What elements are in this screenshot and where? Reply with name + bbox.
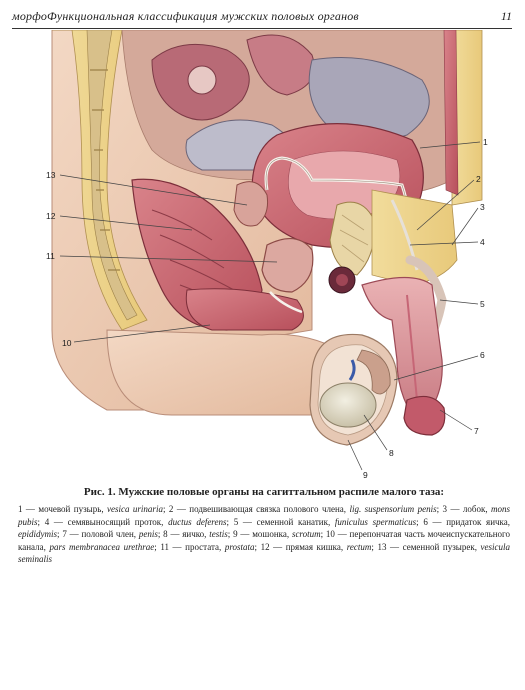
- sagittal-section-drawing: 1 2 3 4 5 6 7 8 9 10 11 12 13: [46, 30, 488, 480]
- callout-8: 8: [389, 448, 394, 458]
- legend-term-latin: vesicula seminalis: [18, 541, 511, 565]
- legend-term-russian: мошонка,: [252, 529, 290, 539]
- legend-number: 8: [163, 529, 168, 539]
- callout-1: 1: [483, 137, 488, 147]
- legend-term-latin: lig. suspensorium penis: [349, 504, 437, 514]
- callout-3: 3: [480, 202, 485, 212]
- legend-number: 12: [260, 541, 270, 552]
- pubic-symphysis: [329, 201, 375, 276]
- rectum-folds: [151, 209, 243, 311]
- legend-entry: 11 — простата, prostata;: [160, 541, 261, 552]
- legend-term-latin: prostata: [224, 541, 255, 552]
- seminal-vesicle: [233, 181, 268, 227]
- callout-13: 13: [46, 170, 56, 180]
- legend-term-russian: семенной канатик,: [256, 516, 331, 527]
- membranous-urethra: [269, 291, 303, 314]
- testis: [319, 382, 377, 428]
- legend-number: 4: [44, 516, 50, 527]
- caption-title: Рис. 1. Мужские половые органы на сагитт…: [83, 486, 445, 498]
- caption-legend: 1 — мочевой пузырь, vesica urinaria; 2 —…: [18, 503, 510, 566]
- legend-term-latin: pars membranacea urethrae: [49, 541, 155, 552]
- callout-9: 9: [363, 470, 368, 480]
- callout-11: 11: [46, 251, 55, 261]
- anatomical-illustration: 1 2 3 4 5 6 7 8 9 10 11 12 13: [12, 30, 512, 485]
- legend-term-russian: половой член,: [81, 529, 137, 539]
- legend-entry: 9 — мошонка, scrotum;: [233, 529, 326, 539]
- legend-entry: 6 — придаток яичка, epididymis;: [18, 516, 511, 540]
- legend-number: 5: [233, 516, 239, 527]
- legend-term-latin: ductus deferens: [168, 516, 227, 527]
- legend-term-russian: прямая кишка,: [285, 541, 344, 552]
- abdominal-wall-muscle: [443, 30, 459, 196]
- legend-term-russian: мочевой пузырь,: [38, 504, 104, 514]
- callout-7: 7: [474, 426, 479, 436]
- sacrum-segments: [90, 69, 120, 271]
- legend-term-russian: семенной пузырек,: [402, 541, 477, 552]
- pampiniform-plexus: [348, 359, 356, 381]
- legend-entry: 3 — лобок, mons pubis;: [18, 504, 511, 527]
- callout-12: 12: [46, 211, 56, 221]
- legend-entry: 10 — перепончатая часть мочеиспускательн…: [18, 529, 511, 552]
- legend-number: 9: [233, 529, 238, 539]
- legend-entry: 2 — подвешивающая связка полового члена,…: [168, 504, 443, 514]
- epididymis: [356, 349, 391, 395]
- legend-term-latin: epididymis: [18, 529, 57, 539]
- page-header: морфоФункциональная классификация мужски…: [12, 6, 512, 29]
- legend-term-latin: funiculus spermaticus: [334, 516, 417, 527]
- legend-term-latin: testis: [209, 529, 228, 539]
- callout-10: 10: [62, 338, 72, 348]
- intestine-loop-3: [308, 57, 430, 142]
- legend-term-latin: mons pubis: [18, 504, 511, 527]
- legend-term-russian: придаток яичка,: [446, 516, 511, 527]
- legend-term-latin: vesica urinaria: [107, 504, 163, 514]
- glans-penis: [403, 395, 446, 436]
- prostate: [261, 238, 314, 293]
- legend-term-russian: лобок,: [462, 504, 488, 514]
- legend-entry: 4 — семявыносящий проток, ductus deferen…: [44, 516, 234, 527]
- callout-2: 2: [476, 174, 481, 184]
- figure-caption: Рис. 1. Мужские половые органы на сагитт…: [18, 486, 510, 566]
- page-number: 11: [500, 9, 512, 23]
- legend-term-russian: подвешивающая связка полового члена,: [189, 504, 347, 514]
- legend-number: 7: [62, 529, 67, 539]
- legend-term-latin: rectum: [346, 541, 372, 552]
- legend-number: 2: [168, 504, 174, 514]
- sacrum-bone: [86, 30, 138, 321]
- corpus-cavernosum: [406, 294, 418, 401]
- intestine-lumen: [187, 65, 217, 95]
- legend-entry: 8 — яичко, testis;: [163, 529, 234, 539]
- legend-term-russian: простата,: [185, 541, 222, 552]
- legend-term-russian: яичко,: [182, 529, 207, 539]
- legend-number: 11: [160, 541, 169, 552]
- legend-entry: 5 — семенной канатик, funiculus spermati…: [233, 516, 424, 527]
- legend-term-russian: перепончатая часть мочеиспускательного к…: [18, 529, 511, 552]
- legend-term-russian: семявыносящий проток,: [67, 516, 164, 527]
- callout-6: 6: [480, 350, 485, 360]
- legend-term-latin: penis: [138, 529, 158, 539]
- legend-entry: 1 — мочевой пузырь, vesica urinaria;: [18, 504, 169, 514]
- legend-entry: 12 — прямая кишка, rectum;: [260, 541, 378, 552]
- pubic-bone-trabeculae: [339, 214, 369, 263]
- legend-number: 3: [442, 504, 448, 514]
- legend-number: 13: [377, 541, 387, 552]
- legend-term-latin: scrotum: [291, 529, 321, 539]
- legend-number: 1: [18, 504, 23, 514]
- bulb-inner: [336, 274, 348, 286]
- perineal-muscles: [185, 288, 304, 331]
- running-header-title: морфоФункциональная классификация мужски…: [12, 9, 359, 23]
- legend-entry: 13 — семенной пузырек, vesicula seminali…: [18, 541, 511, 565]
- callout-5: 5: [480, 299, 485, 309]
- legend-entry: 7 — половой член, penis;: [62, 529, 164, 539]
- mons-pubis: [371, 189, 458, 286]
- legend-number: 10: [325, 529, 335, 539]
- callout-4: 4: [480, 237, 485, 247]
- legend-number: 6: [423, 516, 428, 527]
